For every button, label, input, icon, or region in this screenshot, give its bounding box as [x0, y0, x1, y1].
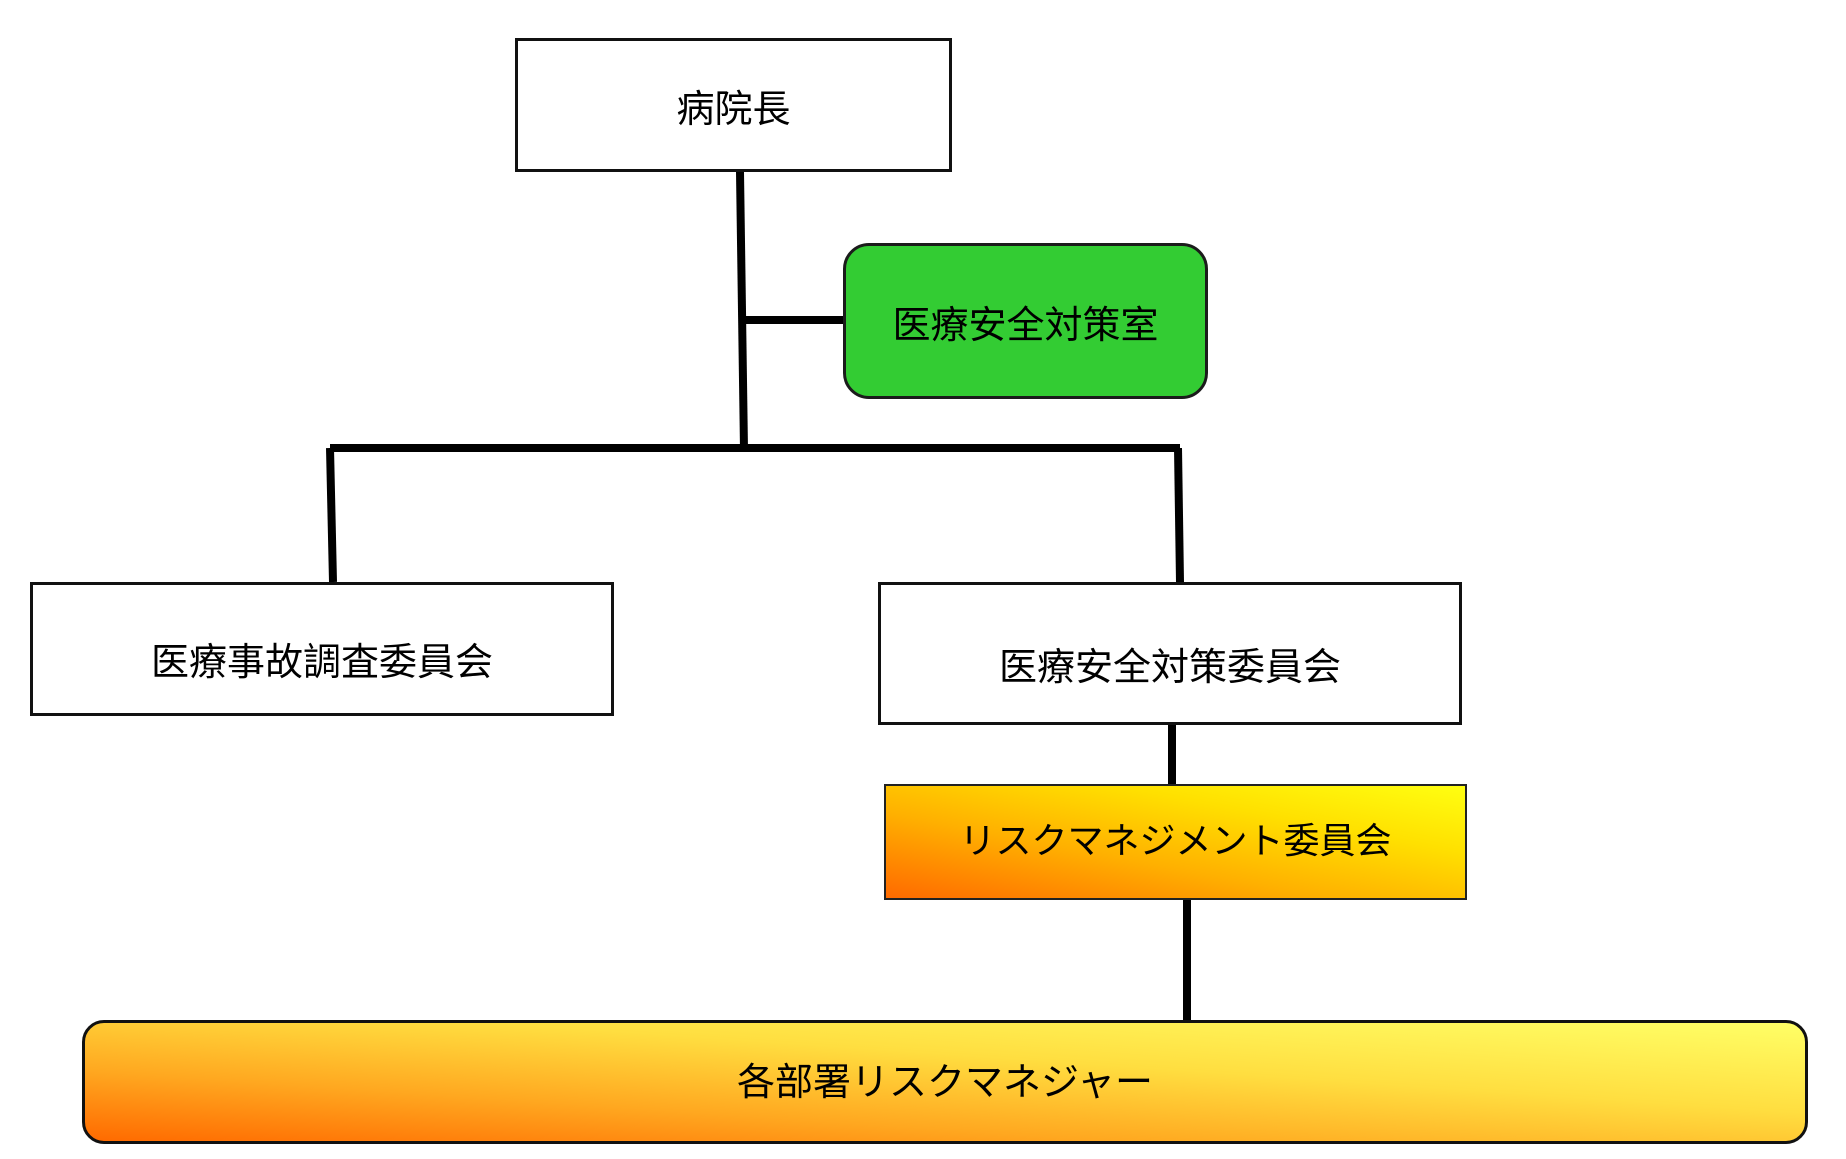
node-director-label: 病院長 — [676, 87, 791, 131]
node-accident-investigation-committee: 医療事故調査委員会 — [30, 582, 614, 716]
node-safety-committee: 医療安全対策委員会 — [878, 582, 1462, 725]
node-department-risk-managers: 各部署リスクマネジャー — [82, 1020, 1808, 1144]
node-risk-committee-label: リスクマネジメント委員会 — [959, 821, 1392, 862]
node-risk-management-committee: リスクマネジメント委員会 — [884, 784, 1467, 900]
node-safety-office-label: 医療安全対策室 — [892, 303, 1159, 347]
connector-safety-committee — [1174, 447, 1184, 583]
node-safety-office: 医療安全対策室 — [843, 243, 1208, 399]
node-safety-committee-label: 医療安全対策委員会 — [998, 644, 1341, 689]
connector-accident-committee — [326, 447, 337, 583]
node-director: 病院長 — [515, 38, 952, 172]
connector-director-trunk — [736, 171, 748, 451]
node-risk-managers-label: 各部署リスクマネジャー — [736, 1060, 1154, 1104]
node-accident-committee-label: 医療事故調査委員会 — [150, 640, 493, 684]
